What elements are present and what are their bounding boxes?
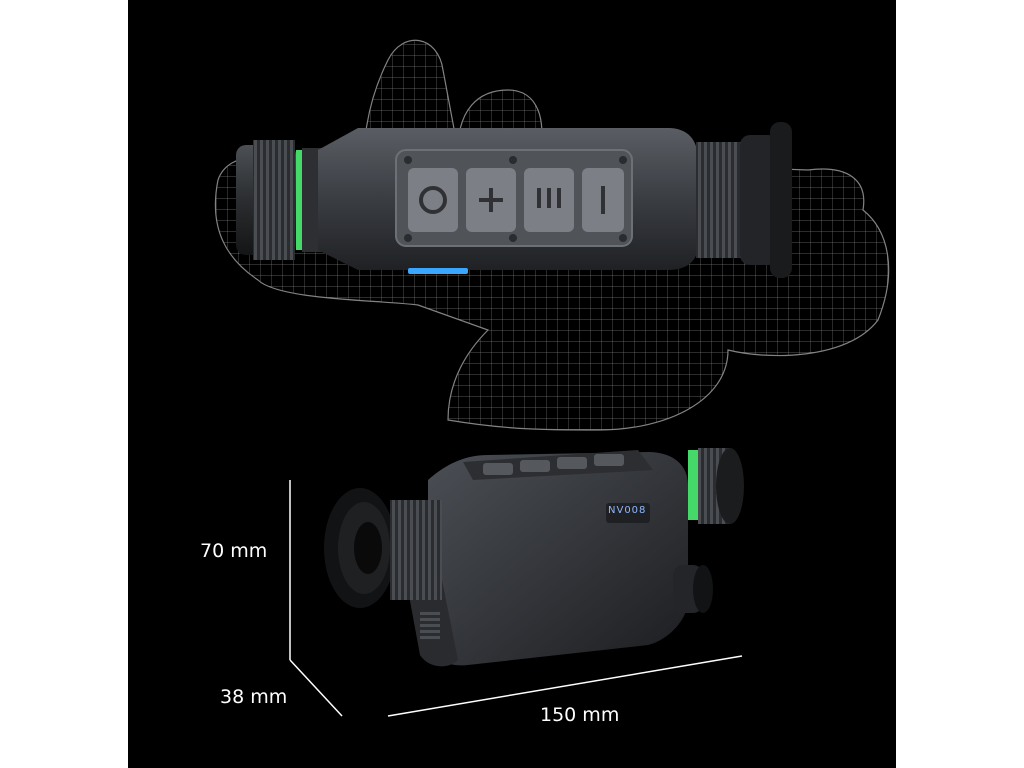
bottom-device-view (324, 448, 744, 667)
model-label-plate (606, 503, 650, 523)
blue-indicator (408, 268, 468, 274)
power-icon (419, 186, 447, 214)
product-illustration (214, 39, 890, 717)
depth-line (289, 659, 343, 717)
model-label: NV008 (608, 505, 647, 516)
length-dimension-label: 150 mm (540, 704, 620, 726)
top-device-view (236, 122, 792, 278)
menu-icon (537, 188, 561, 208)
product-image: NV008 70 mm 38 mm 150 mm (128, 0, 896, 768)
button-plus (466, 168, 516, 232)
green-ring-rear (688, 450, 698, 520)
length-line (387, 655, 743, 717)
depth-dimension-label: 38 mm (220, 686, 288, 708)
green-ring-front (296, 150, 302, 250)
button-menu (524, 168, 574, 232)
plus-icon (479, 188, 503, 212)
button-power (408, 168, 458, 232)
dimension-lines (289, 480, 743, 717)
button-minus (582, 168, 624, 232)
height-dimension-label: 70 mm (200, 540, 268, 562)
